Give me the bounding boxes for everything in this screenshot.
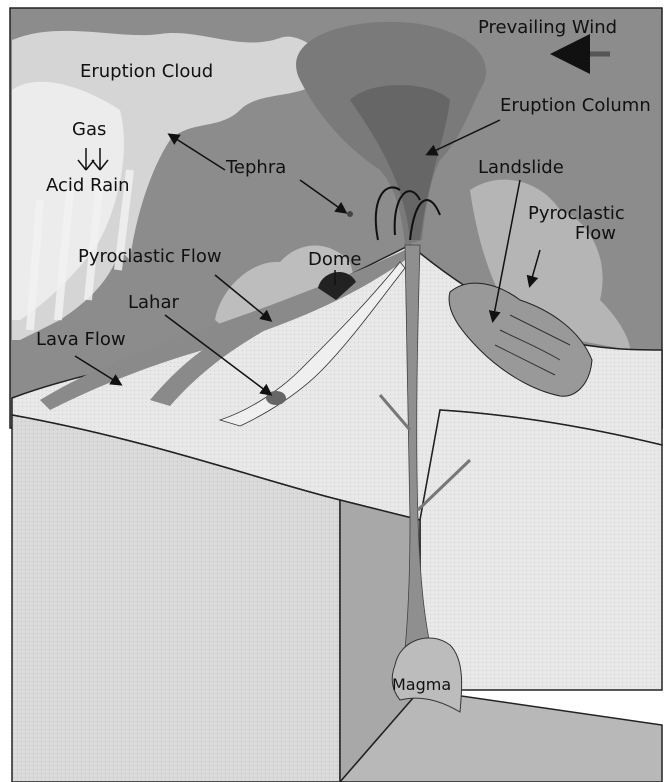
label-acid-rain: Acid Rain (46, 176, 130, 196)
label-lava-flow: Lava Flow (36, 330, 126, 350)
label-eruption-cloud: Eruption Cloud (80, 62, 213, 82)
crust-front-right (420, 410, 662, 690)
label-pyroclastic-flow-right-line2: Flow (528, 224, 625, 244)
label-eruption-column: Eruption Column (500, 96, 651, 116)
label-landslide: Landslide (478, 158, 564, 178)
label-prevailing-wind: Prevailing Wind (478, 18, 617, 38)
label-lahar: Lahar (128, 293, 179, 313)
label-gas: Gas (72, 120, 106, 140)
label-dome: Dome (308, 250, 361, 270)
label-pyroclastic-flow-right-line1: Pyroclastic (528, 204, 625, 224)
label-pyroclastic-flow-left: Pyroclastic Flow (78, 247, 222, 267)
label-pyroclastic-flow-right: Pyroclastic Flow (528, 204, 625, 244)
tephra-particle (347, 211, 353, 217)
label-magma: Magma (392, 676, 451, 694)
label-tephra: Tephra (226, 158, 286, 178)
